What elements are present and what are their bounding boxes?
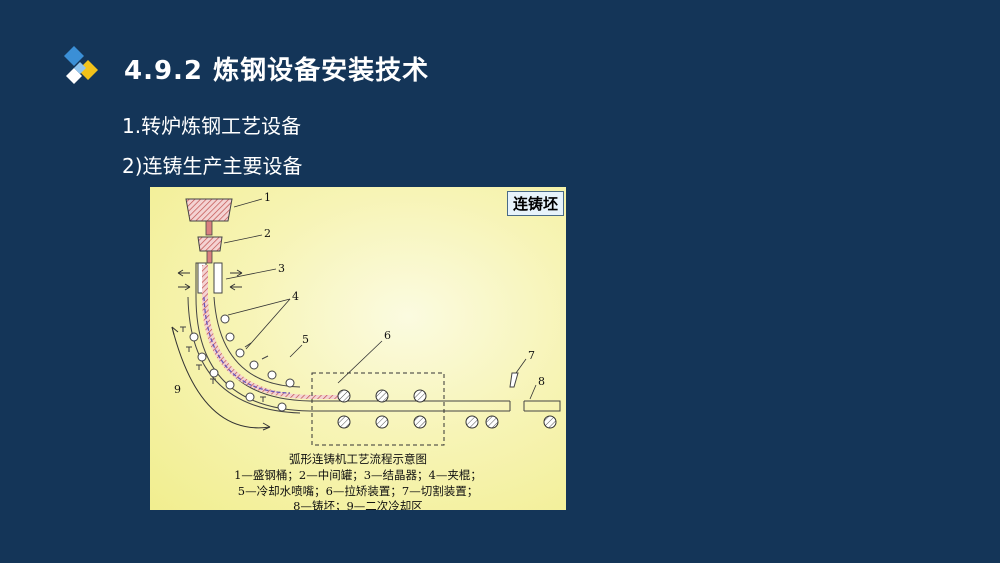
content-line-1: 1.转炉炼钢工艺设备 bbox=[122, 114, 302, 138]
page-title: 4.9.2 炼钢设备安装技术 bbox=[124, 56, 430, 86]
diagram-caption-title: 弧形连铸机工艺流程示意图 bbox=[289, 452, 427, 466]
label-6: 6 bbox=[384, 329, 391, 342]
label-2: 2 bbox=[264, 227, 271, 240]
continuous-casting-diagram: 1 2 3 4 5 6 7 8 9 连铸坯 弧形连铸机工艺流程示意图 1—盛钢桶… bbox=[150, 187, 566, 510]
casting-machine-drawing: 1 2 3 4 5 6 7 8 9 bbox=[171, 191, 561, 446]
label-8: 8 bbox=[538, 375, 545, 388]
strand bbox=[195, 262, 561, 412]
tundish bbox=[197, 236, 223, 252]
diagram-caption-line-3: 8—铸坯；9—二次冷却区 bbox=[293, 499, 423, 510]
label-3: 3 bbox=[278, 262, 285, 275]
diagram-caption-line-1: 1—盛钢桶；2—中间罐；3—结晶器；4—夹棍； bbox=[234, 468, 482, 482]
withdrawal-straightener-box bbox=[311, 372, 445, 446]
diamond-logo-icon bbox=[64, 46, 98, 84]
label-5: 5 bbox=[302, 333, 309, 346]
diagram-caption-line-2: 5—冷却水喷嘴；6—拉矫装置；7—切割装置； bbox=[237, 484, 479, 498]
label-4: 4 bbox=[292, 290, 299, 303]
content-line-2: 2)连铸生产主要设备 bbox=[122, 154, 303, 178]
label-7: 7 bbox=[528, 349, 535, 362]
label-1: 1 bbox=[264, 191, 271, 204]
label-9: 9 bbox=[174, 383, 181, 396]
continuous-casting-billet-tag: 连铸坯 bbox=[506, 191, 564, 216]
ladle bbox=[185, 198, 233, 222]
